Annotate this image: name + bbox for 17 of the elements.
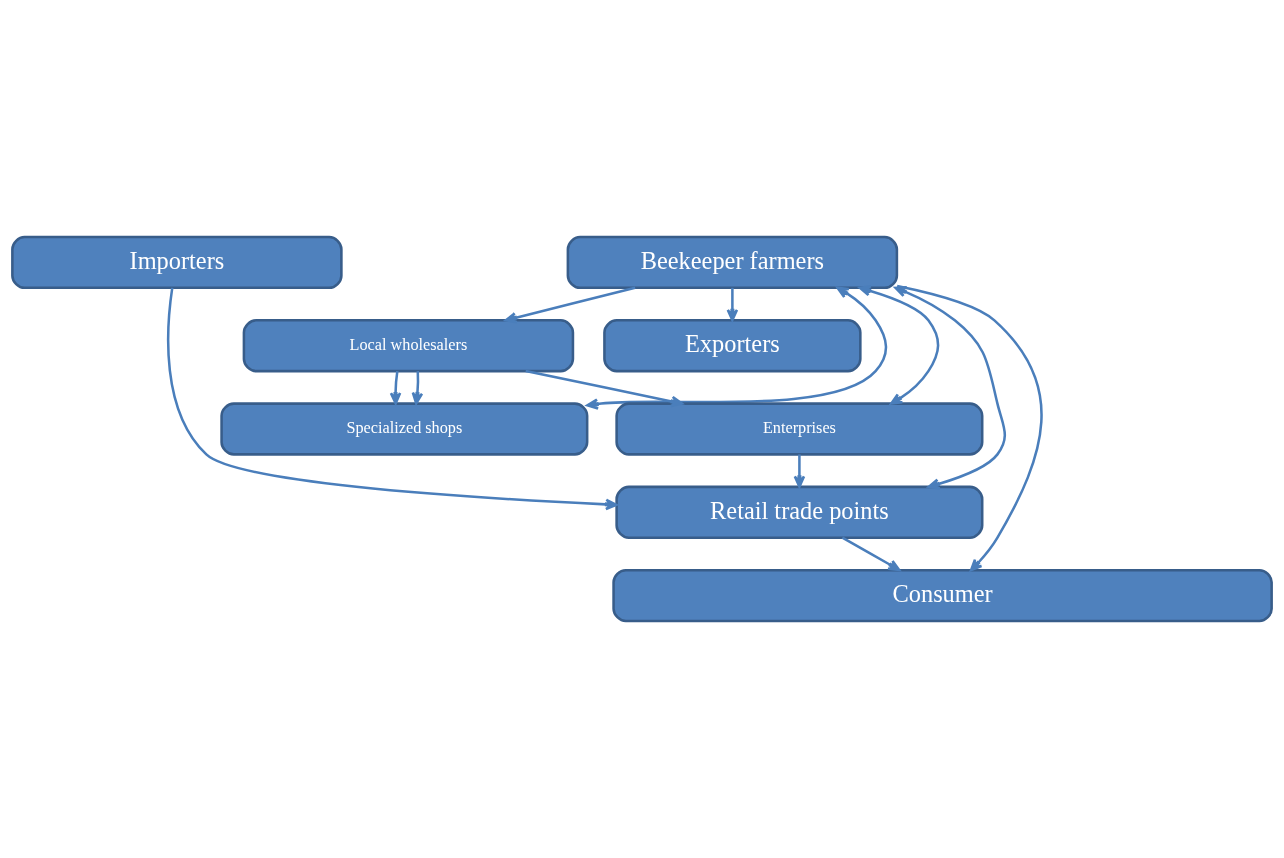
node-box: Enterprises	[615, 402, 984, 456]
arrow	[525, 369, 684, 408]
arrow	[726, 287, 739, 322]
arrow	[586, 286, 888, 410]
node-box: Beekeeper farmers	[566, 235, 899, 290]
node-box: Importers	[11, 235, 343, 290]
node-box: Consumer	[612, 568, 1273, 623]
node-box: Retail trade points	[615, 485, 984, 539]
arrow	[793, 454, 806, 488]
arrow	[167, 287, 618, 511]
node-box: Exporters	[603, 319, 862, 373]
node-box: Specialized shops	[220, 402, 589, 456]
node-box: Local wholesalers	[242, 319, 575, 373]
arrow	[389, 370, 402, 405]
arrow	[504, 286, 636, 324]
arrow	[411, 371, 424, 405]
arrow	[841, 536, 901, 572]
